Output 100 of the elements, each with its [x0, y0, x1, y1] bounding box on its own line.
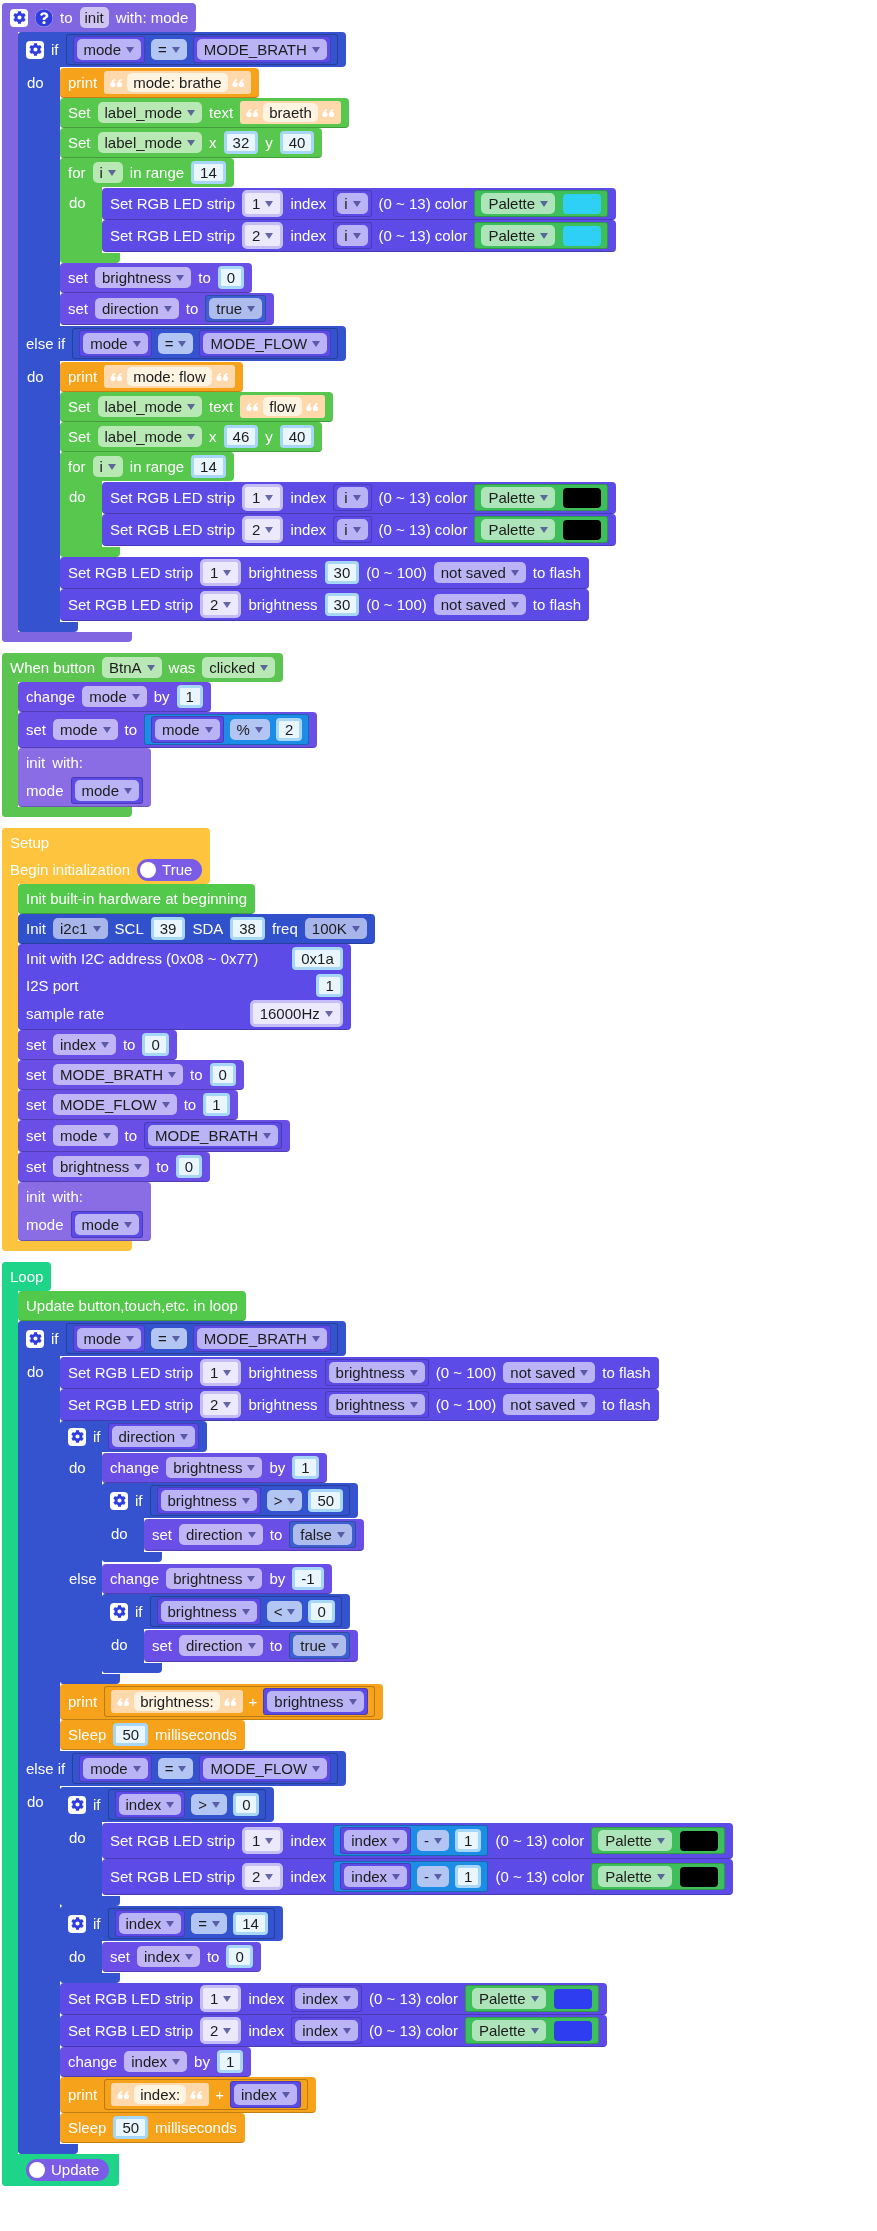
block-label: Sleep [68, 2118, 107, 2137]
code-block [60, 128, 323, 158]
number-field: 1 [455, 1829, 482, 1852]
code-block [18, 914, 375, 944]
block-label: Set [68, 397, 91, 416]
block-label: set [26, 1126, 46, 1145]
dropdown-field: 2 [242, 222, 284, 249]
number-field: 2 [275, 718, 303, 741]
dropdown-field: brightness [166, 1568, 263, 1589]
block-label: (0 ~ 13) color [378, 226, 468, 245]
block-label: + [248, 1692, 258, 1711]
dropdown-field: i [337, 487, 368, 508]
block-label: change [68, 2052, 118, 2071]
dropdown-field: 2 [200, 591, 242, 618]
number-field: 1 [292, 1456, 319, 1479]
dropdown-field: false [293, 1524, 352, 1545]
operator-dropdown: % [229, 719, 270, 740]
code-block [18, 682, 211, 712]
block-label: I2S port [26, 976, 79, 995]
block-label: do [111, 1636, 128, 1654]
block-label: to [124, 720, 138, 739]
code-block [18, 1291, 246, 1321]
block-label: index [248, 2021, 285, 2040]
number-field: 50 [113, 2116, 149, 2139]
code-block [102, 1453, 327, 1483]
block-label: Set RGB LED strip [110, 194, 236, 213]
number-field: 1 [203, 1093, 230, 1116]
block-label: set [26, 1095, 46, 1114]
control-block [60, 452, 617, 557]
block-label: by [194, 2052, 210, 2071]
dropdown-field: 16000Hz [249, 1000, 343, 1027]
block-label: do [69, 1459, 86, 1477]
dropdown-field: i [337, 519, 368, 540]
dropdown-field: brightness [160, 1601, 257, 1622]
block-label: to [183, 1095, 197, 1114]
toggle-switch: Update [26, 2158, 110, 2181]
dropdown-field: 2 [200, 2017, 242, 2044]
dropdown-field: not saved [433, 562, 526, 583]
block-label: by [269, 1569, 286, 1588]
code-block [18, 748, 152, 807]
block-label: Set RGB LED strip [68, 2021, 194, 2040]
dropdown-field: not saved [433, 594, 526, 615]
block-label: Sleep [68, 1725, 107, 1744]
block-label: was [168, 658, 196, 677]
code-block [60, 2077, 316, 2113]
number-field: 14 [191, 161, 226, 184]
block-label: index [290, 1831, 327, 1850]
code-block [18, 1060, 244, 1090]
operator-dropdown: = [157, 1758, 194, 1779]
block-label: Init built-in hardware at beginning [26, 889, 247, 908]
dropdown-field: label_mode [97, 102, 203, 123]
number-field: 38 [230, 917, 265, 940]
code-block [144, 1630, 359, 1662]
block-label: for [68, 457, 86, 476]
code-block [60, 98, 349, 128]
text-field: flow [263, 397, 302, 416]
block-label: Set RGB LED strip [110, 1867, 236, 1886]
block-label: (0 ~ 13) color [378, 520, 468, 539]
block-label: set [68, 299, 88, 318]
block-label: x [209, 427, 217, 446]
operator-dropdown: - [417, 1866, 450, 1887]
block-label: y [265, 133, 273, 152]
code-block [60, 589, 590, 621]
block-label: do [27, 1793, 44, 1811]
dropdown-field: MODE_FLOW [203, 1758, 328, 1779]
dropdown-field: label_mode [97, 132, 203, 153]
dropdown-field: Palette [471, 1988, 546, 2009]
block-label: if [51, 40, 59, 59]
number-field: 1 [316, 974, 343, 997]
block-label: to [124, 1126, 138, 1145]
code-block [102, 220, 617, 252]
dropdown-field: brightness [53, 1156, 150, 1177]
code-block [102, 1564, 332, 1594]
block-label: (0 ~ 13) color [495, 1867, 585, 1886]
code-block [60, 2015, 607, 2047]
block-label: if [93, 1427, 101, 1446]
code-block [60, 263, 253, 293]
dropdown-field: index [295, 1988, 359, 2009]
code-block [18, 1152, 211, 1182]
block-label: index [290, 1867, 327, 1886]
operator-dropdown: > [266, 1490, 303, 1511]
dropdown-field: index [137, 1946, 200, 1967]
block-label: (0 ~ 100) [366, 595, 427, 614]
dropdown-field: i [92, 456, 123, 477]
code-block [18, 1120, 291, 1152]
block-label: set [110, 1947, 130, 1966]
block-label: if [93, 1914, 101, 1933]
block-label: SCL [114, 919, 144, 938]
dropdown-field: index [234, 2084, 297, 2105]
dropdown-field: index [295, 2020, 359, 2041]
dropdown-field: Palette [481, 487, 556, 508]
block-label: index [248, 1989, 285, 2008]
number-field: 1 [455, 1865, 482, 1888]
dropdown-field: brightness [166, 1457, 263, 1478]
number-field: 32 [223, 131, 259, 154]
dropdown-field: mode [76, 1328, 142, 1349]
block-label: text [209, 397, 234, 416]
dropdown-field: direction [111, 1426, 196, 1447]
operator-dropdown: > [191, 1794, 228, 1815]
dropdown-field: index [344, 1830, 408, 1851]
